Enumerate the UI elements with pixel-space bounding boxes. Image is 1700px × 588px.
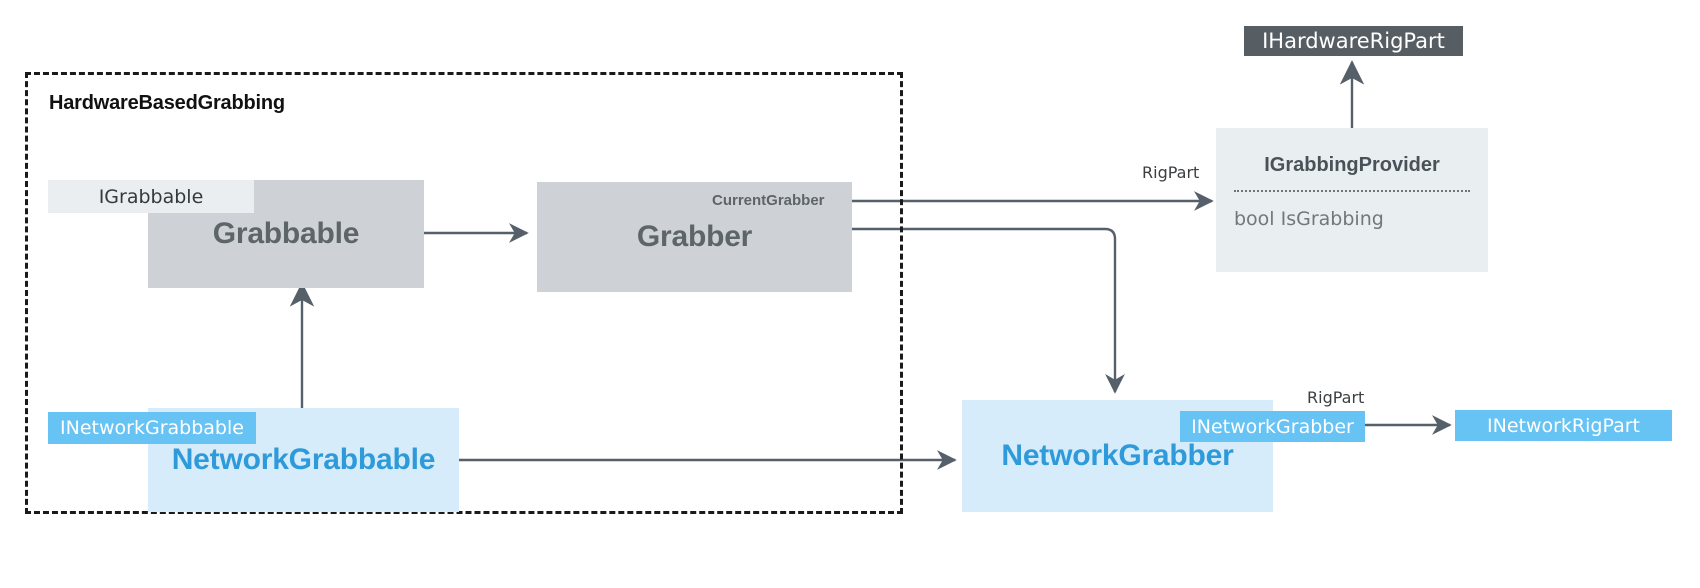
package-title: HardwareBasedGrabbing xyxy=(49,92,285,114)
interface-member-is-grabbing: bool IsGrabbing xyxy=(1234,208,1384,230)
edge-label-current-grabber: CurrentGrabber xyxy=(712,192,825,209)
interface-badge-ihardwarerigpart[interactable]: IHardwareRigPart xyxy=(1244,26,1463,56)
interface-badge-inetworkgrabbable-label: INetworkGrabbable xyxy=(60,417,244,439)
edge-label-rigpart-bottom: RigPart xyxy=(1307,388,1365,407)
package-hardware-based-grabbing xyxy=(25,72,903,514)
interface-badge-igrabbable[interactable]: IGrabbable xyxy=(48,180,254,213)
interface-divider xyxy=(1234,190,1470,192)
interface-badge-inetworkgrabber-label: INetworkGrabber xyxy=(1191,415,1354,438)
class-node-grabber-title: Grabber xyxy=(636,220,753,253)
class-node-grabber[interactable]: Grabber xyxy=(537,182,852,292)
edge-label-rigpart-top: RigPart xyxy=(1142,163,1200,182)
interface-node-igrabbing-provider-title: IGrabbingProvider xyxy=(1264,154,1440,176)
interface-badge-igrabbable-label: IGrabbable xyxy=(98,185,204,208)
interface-badge-inetworkrigpart[interactable]: INetworkRigPart xyxy=(1455,410,1672,441)
interface-badge-ihardwarerigpart-label: IHardwareRigPart xyxy=(1262,29,1445,53)
interface-badge-inetworkgrabber[interactable]: INetworkGrabber xyxy=(1180,411,1365,442)
interface-badge-inetworkgrabbable[interactable]: INetworkGrabbable xyxy=(48,412,256,444)
class-node-grabbable-title: Grabbable xyxy=(212,217,360,250)
interface-node-igrabbing-provider[interactable]: IGrabbingProvider bool IsGrabbing xyxy=(1216,128,1488,272)
class-node-network-grabbable-title: NetworkGrabbable xyxy=(171,443,436,476)
interface-badge-inetworkrigpart-label: INetworkRigPart xyxy=(1487,414,1640,437)
class-node-network-grabber-title: NetworkGrabber xyxy=(1001,439,1234,472)
